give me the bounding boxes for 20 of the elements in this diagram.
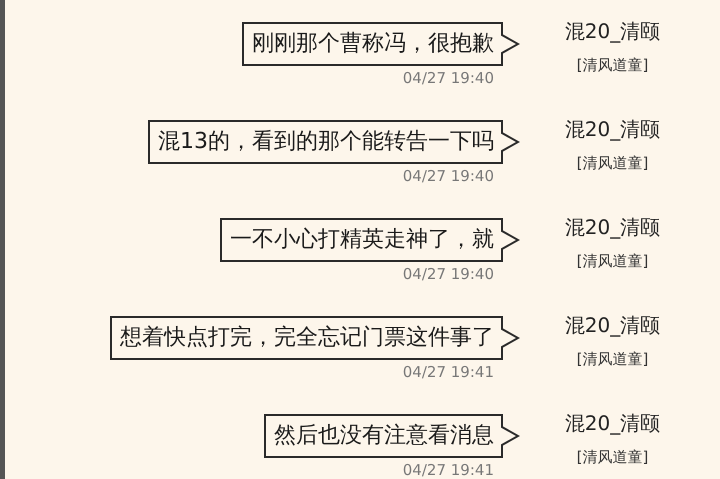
username: 混20_清颐 — [564, 18, 662, 45]
user-title: [清风道童] — [576, 448, 650, 467]
timestamp: 04/27 19:40 — [402, 69, 494, 87]
speech-bubble: 刚刚那个曹称冯，很抱歉 — [242, 22, 520, 66]
username: 混20_清颐 — [564, 214, 662, 241]
speech-bubble: 混13的，看到的那个能转告一下吗 — [148, 120, 520, 164]
timestamp: 04/27 19:41 — [402, 461, 494, 479]
user-title: [清风道童] — [576, 252, 650, 271]
speech-bubble: 然后也没有注意看消息 — [264, 414, 520, 458]
user-title: [清风道童] — [576, 350, 650, 369]
username: 混20_清颐 — [564, 410, 662, 437]
timestamp: 04/27 19:40 — [402, 265, 494, 283]
timestamp: 04/27 19:40 — [402, 167, 494, 185]
speech-bubble: 一不小心打精英走神了，就 — [220, 218, 520, 262]
username: 混20_清颐 — [564, 312, 662, 339]
speech-bubble: 想着快点打完，完全忘记门票这件事了 — [110, 316, 520, 360]
username: 混20_清颐 — [564, 116, 662, 143]
timestamp: 04/27 19:41 — [402, 363, 494, 381]
user-title: [清风道童] — [576, 56, 650, 75]
user-title: [清风道童] — [576, 154, 650, 173]
